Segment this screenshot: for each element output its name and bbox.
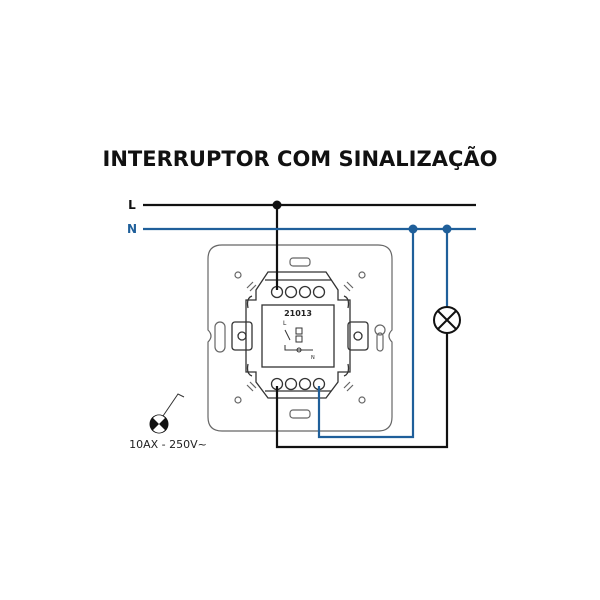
switch-module	[231, 271, 369, 399]
neutral-wiring	[143, 227, 476, 439]
rating-label: 10AX - 250V~	[129, 438, 207, 451]
module-switch-symbol	[284, 327, 313, 353]
live-label: L	[128, 198, 136, 212]
terminals-top	[270, 285, 326, 299]
neutral-junction	[442, 224, 452, 234]
lamp-icon	[433, 306, 461, 334]
neutral-label: N	[127, 222, 137, 236]
live-junction	[272, 200, 282, 210]
module-code: 21013	[284, 309, 312, 318]
diagram-title: INTERRUPTOR COM SINALIZAÇÃO	[103, 146, 498, 171]
neutral-junction	[408, 224, 418, 234]
live-wiring	[143, 203, 476, 449]
module-terminal-l: L	[283, 320, 287, 327]
terminals-bottom	[270, 377, 326, 391]
mounting-plate	[207, 244, 393, 432]
module-terminal-n: N	[311, 355, 315, 361]
lamp-return-wire	[275, 333, 449, 449]
signal-lamp-icon	[149, 393, 185, 434]
